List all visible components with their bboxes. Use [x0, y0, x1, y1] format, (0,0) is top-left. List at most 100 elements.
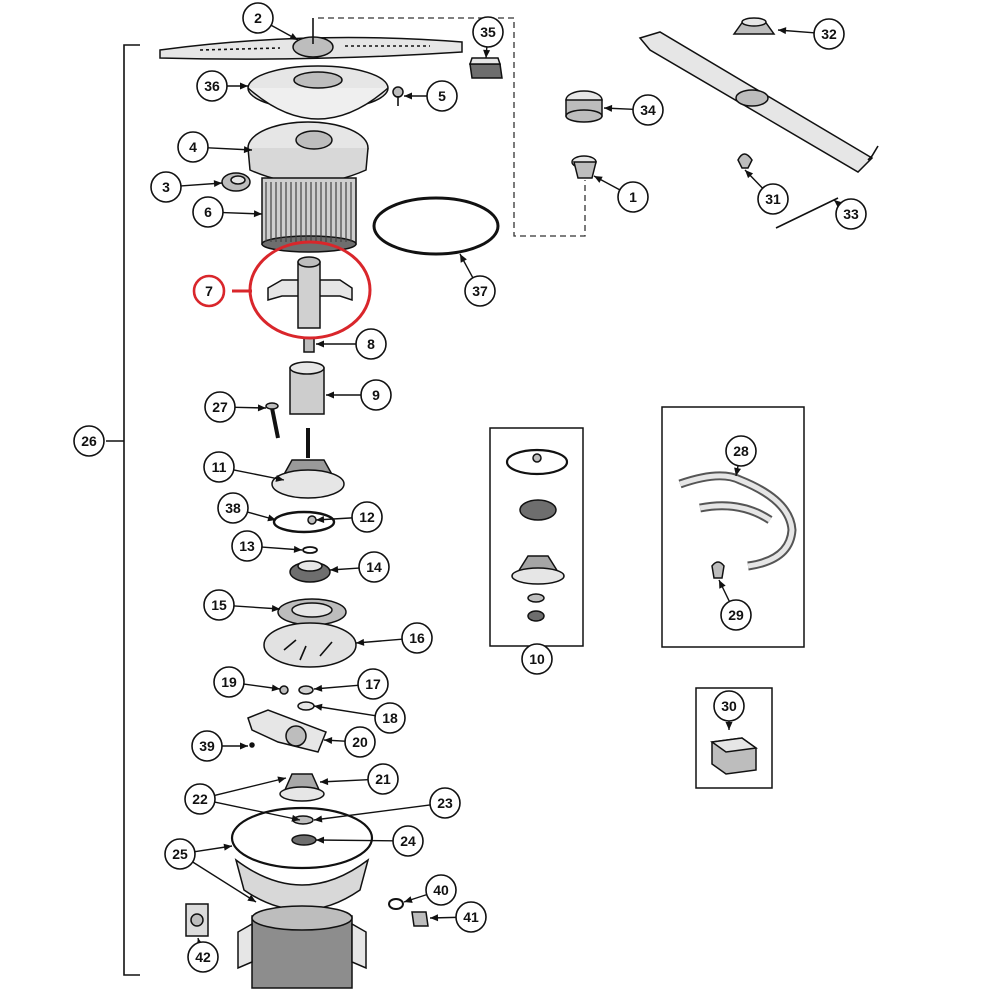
lower-spray-arm-part [159, 18, 463, 60]
leader-line [214, 801, 301, 821]
assembly-bracket-26 [106, 44, 140, 976]
leader-arrowhead [719, 580, 726, 589]
kit-10-box [489, 427, 584, 647]
leader-arrowhead [293, 545, 302, 553]
callout-circle [720, 599, 752, 631]
callout-number: 12 [359, 509, 375, 525]
callout-number: 24 [400, 833, 416, 849]
callout-number: 39 [199, 738, 215, 754]
callout-number: 32 [821, 26, 837, 42]
callout-number: 16 [409, 630, 425, 646]
callout-number: 8 [367, 336, 375, 352]
callout-34: 34 [632, 94, 664, 126]
callout-number: 6 [204, 204, 212, 220]
callout-41: 41 [455, 901, 487, 933]
callout-21: 21 [367, 763, 399, 795]
callout-circle [357, 668, 389, 700]
callout-22: 22 [184, 783, 216, 815]
callout-circle [725, 435, 757, 467]
callout-circle [374, 702, 406, 734]
leader-arrowhead [277, 776, 286, 784]
callout-18: 18 [374, 702, 406, 734]
screw-part-5 [392, 86, 404, 106]
filter-screen-part [261, 177, 357, 253]
callout-33: 33 [835, 198, 867, 230]
callout-29: 29 [720, 599, 752, 631]
leader-arrowhead [240, 82, 248, 90]
o-ring-part-37 [372, 196, 500, 256]
callout-circle [73, 425, 105, 457]
leader-arrowhead [316, 516, 325, 524]
leader-arrowhead [257, 404, 266, 412]
callout-3: 3 [150, 171, 182, 203]
callout-circle [242, 2, 274, 34]
leader-arrowhead [275, 474, 284, 482]
callout-7: 7 [192, 274, 226, 308]
leader-arrowhead [253, 210, 262, 218]
callout-27: 27 [204, 391, 236, 423]
ring-part-38 [272, 510, 336, 534]
callout-circle [150, 171, 182, 203]
clip-part-35 [468, 57, 503, 79]
callout-circle [360, 379, 392, 411]
callout-8: 8 [355, 328, 387, 360]
leader-arrowhead [271, 684, 280, 692]
callout-number: 36 [204, 78, 220, 94]
callout-number: 30 [721, 698, 737, 714]
callout-number: 14 [366, 559, 382, 575]
callout-circle [464, 275, 496, 307]
callout-circle [757, 183, 789, 215]
callout-circle [231, 530, 263, 562]
hub-part-32 [732, 17, 776, 35]
leader-arrowhead [223, 843, 232, 851]
clip-part-31 [737, 153, 753, 169]
leader-line [214, 777, 287, 797]
leader-arrowhead [430, 914, 439, 922]
callout-37: 37 [464, 275, 496, 307]
leader-line [315, 839, 394, 842]
callout-number: 34 [640, 102, 656, 118]
callout-number: 28 [733, 443, 749, 459]
callout-number: 18 [382, 710, 398, 726]
callout-30: 30 [713, 690, 745, 722]
callout-24: 24 [392, 825, 424, 857]
callout-40: 40 [425, 874, 457, 906]
callout-35: 35 [472, 16, 504, 48]
callout-15: 15 [203, 589, 235, 621]
callout-25: 25 [164, 838, 196, 870]
callout-circle [217, 492, 249, 524]
callout-26: 26 [73, 425, 105, 457]
callout-circle [367, 763, 399, 795]
leader-arrowhead [316, 340, 324, 348]
terminal-part-42 [185, 903, 209, 937]
pump-cover-part [247, 121, 369, 184]
callout-number: 40 [433, 882, 449, 898]
leader-arrowhead [316, 836, 325, 844]
clip-part-41 [411, 911, 429, 927]
leader-arrowhead [247, 894, 256, 902]
leader-arrowhead [314, 684, 323, 692]
leader-arrowhead [213, 180, 222, 188]
callout-circle [425, 874, 457, 906]
leader-arrowhead [289, 33, 298, 40]
seal-part-15 [277, 598, 347, 626]
callout-16: 16 [401, 622, 433, 654]
callout-number: 7 [205, 283, 213, 299]
leader-arrowhead [356, 638, 365, 646]
highlight-part-7 [232, 240, 372, 340]
callout-5: 5 [426, 80, 458, 112]
small-parts-17-19 [279, 685, 315, 711]
callout-13: 13 [231, 530, 263, 562]
impeller-part-11 [271, 428, 345, 499]
leader-arrowhead [320, 778, 329, 786]
hose-kit-box [661, 406, 805, 648]
callout-10: 10 [521, 643, 553, 675]
leader-arrowhead [778, 27, 787, 35]
callout-circle [192, 196, 224, 228]
housing-part-9 [289, 361, 325, 415]
callout-20: 20 [344, 726, 376, 758]
callout-number: 21 [375, 771, 391, 787]
leader-arrowhead [314, 815, 323, 823]
